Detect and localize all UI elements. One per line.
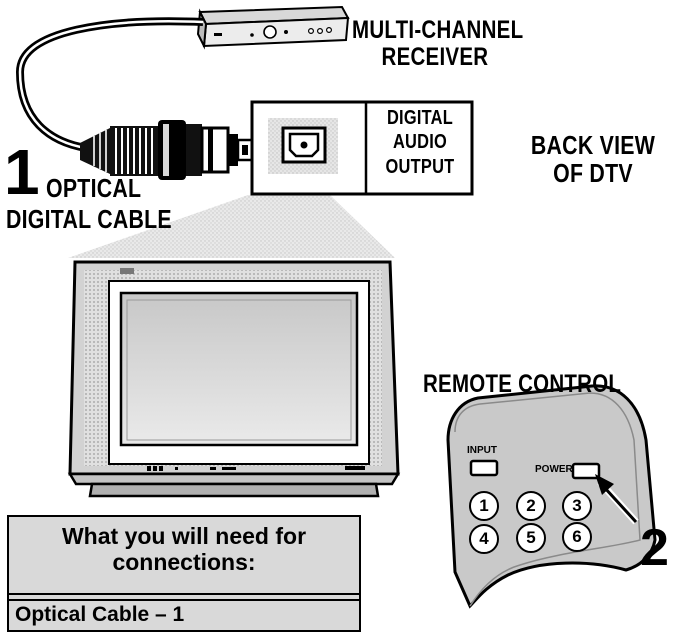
needs-box-title-line1: What you will need for (61, 523, 307, 549)
port-label-line2: AUDIO (392, 131, 448, 154)
remote-button-1[interactable]: 1 (469, 491, 499, 521)
step1-label-line2: DIGITAL CABLE (6, 204, 172, 234)
back-view-label: BACK VIEW OF DTV (519, 131, 667, 187)
receiver-label-line2: RECEIVER (381, 43, 489, 71)
receiver-label: MULTI-CHANNEL RECEIVER (352, 17, 523, 71)
remote-button-6[interactable]: 6 (562, 522, 592, 552)
back-view-label-line1: BACK VIEW (530, 130, 656, 160)
power-button[interactable] (573, 464, 599, 478)
needs-box-divider-top (9, 593, 359, 595)
port-label-line3: OUTPUT (385, 155, 455, 178)
optical-plug-icon (80, 120, 268, 180)
needs-box-title-line2: connections: (112, 548, 256, 575)
remote-button-4[interactable]: 4 (469, 524, 499, 554)
remote-button-5[interactable]: 5 (516, 523, 546, 553)
remote-control-label: REMOTE CONTROL (423, 370, 622, 398)
back-view-label-line2: OF DTV (553, 158, 633, 189)
needs-box-divider-bottom (9, 599, 359, 601)
step2-number: 2 (640, 519, 670, 577)
needs-box-item: Optical Cable – 1 (15, 603, 185, 626)
receiver-label-line1: MULTI-CHANNEL (352, 16, 524, 44)
step1-number: 1 (4, 136, 40, 208)
port-label: DIGITAL AUDIO OUTPUT (377, 106, 462, 179)
step1-label-line1: OPTICAL (46, 173, 142, 203)
power-button-label: POWER (535, 464, 573, 475)
port-label-line1: DIGITAL (386, 107, 454, 129)
needs-box: What you will need for connections: Opti… (7, 515, 361, 632)
input-button-label: INPUT (467, 445, 497, 456)
receiver-icon (196, 5, 350, 50)
tv-icon (67, 260, 401, 498)
zoom-beam (68, 195, 395, 258)
remote-control-icon (446, 384, 657, 609)
remote-button-2[interactable]: 2 (516, 491, 546, 521)
power-arrow-icon (595, 474, 639, 525)
remote-button-3[interactable]: 3 (562, 491, 592, 521)
input-button[interactable] (471, 461, 497, 475)
digital-audio-port-panel (250, 100, 474, 196)
needs-box-title: What you will need for connections: (9, 517, 359, 593)
